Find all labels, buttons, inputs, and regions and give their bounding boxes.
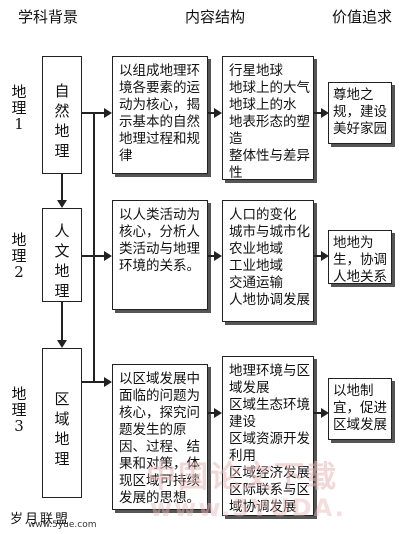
arrow-topics-value-1 (314, 112, 322, 114)
topics-box-physical: 行星地球 地球上的大气 地球上的水 地表形态的塑造 整体性与差异性 (222, 56, 314, 181)
value-text-physical: 尊地之规，建设美好家园 (333, 87, 387, 137)
side-label-geo1: 地理1 (11, 83, 27, 133)
focus-box-physical: 以组成地理环境各要素的运动为核心，揭示基本的自然地理过程和规律 (112, 56, 208, 174)
arrow-head-1-2 (57, 200, 67, 208)
topic-item: 区域生态环境建设 (229, 397, 310, 430)
arrow-topics-value-2 (314, 255, 322, 257)
footer-url: www.5yue.com (28, 520, 97, 530)
value-box-physical: 尊地之规，建设美好家园 (328, 82, 392, 144)
connector-stub-2 (82, 255, 94, 257)
footer-logo-text: 岁月联盟 (10, 512, 71, 527)
arrow-focus-topics-3 (208, 412, 215, 414)
value-box-human: 地地为生，协调人地关系 (328, 230, 392, 285)
topic-item: 地球上的水 (229, 97, 297, 113)
connector-arrow-line-3 (94, 381, 104, 383)
arrow-topics-value-3 (314, 412, 322, 414)
subject-text-physical: 自然地理 (54, 82, 70, 160)
watermark-cn: 中国论文下载 (146, 460, 338, 495)
topic-item: 地球上的大气 (229, 80, 310, 96)
connector-arrow-head-1 (104, 108, 112, 118)
topic-item: 区际联系与区域协调发展 (229, 482, 310, 515)
topic-item: 交通运输 (229, 275, 283, 291)
topic-item: 农业地域 (229, 241, 283, 257)
connector-stub-3 (82, 381, 94, 383)
topics-box-regional: 地理环境与区域发展 区域生态环境建设 区域资源开发利用 区域经济发展 区际联系与… (222, 356, 314, 516)
topic-item: 区域经济发展 (229, 465, 310, 481)
subject-text-regional: 区域地理 (54, 390, 70, 468)
subject-text-human: 人文地理 (54, 222, 70, 300)
focus-text-regional: 以区域发展中面临的问题为核心，探究问题发生的原因、过程、结果和对策，体现区域可持… (119, 371, 200, 506)
watermark-en: www.5YUDA. (150, 494, 346, 522)
subject-box-regional: 区域地理 (42, 348, 82, 498)
value-box-regional: 以地制宜，促进区域发展 (328, 378, 392, 440)
connector-arrow-line-1 (94, 112, 104, 114)
arrow-focus-topics-1 (208, 112, 215, 114)
value-text-human: 地地为生，协调人地关系 (333, 235, 387, 285)
subject-box-human: 人文地理 (42, 208, 82, 302)
focus-text-human: 以人类活动为核心，分析人类活动与地理环境的关系。 (119, 207, 200, 274)
topics-box-human: 人口的变化 城市与城市化 农业地域 工业地域 交通运输 人地协调发展 (222, 200, 314, 322)
arrow-topics-value-head-3 (321, 408, 329, 418)
connector-trunk (93, 112, 95, 382)
connector-arrow-head-2 (104, 251, 112, 261)
focus-box-human: 以人类活动为核心，分析人类活动与地理环境的关系。 (112, 200, 208, 310)
arrow-topics-value-head-2 (321, 251, 329, 261)
value-text-regional: 以地制宜，促进区域发展 (333, 383, 387, 433)
arrow-topics-value-head-1 (321, 108, 329, 118)
connector-arrow-line-2 (94, 255, 104, 257)
arrow-focus-topics-2 (208, 255, 215, 257)
topic-item: 区域资源开发利用 (229, 431, 310, 464)
side-label-geo3: 地理3 (11, 385, 27, 435)
topic-item: 工业地域 (229, 258, 283, 274)
arrow-focus-topics-head-1 (214, 108, 222, 118)
topic-item: 人地协调发展 (229, 292, 310, 308)
focus-box-regional: 以区域发展中面临的问题为核心，探究问题发生的原因、过程、结果和对策，体现区域可持… (112, 364, 208, 510)
arrow-line-1-2 (61, 174, 63, 200)
arrow-focus-topics-head-2 (214, 251, 222, 261)
connector-arrow-head-3 (104, 377, 112, 387)
header-subject-background: 学科背景 (18, 8, 79, 26)
topic-item: 城市与城市化 (229, 224, 310, 240)
header-content-structure: 内容结构 (185, 8, 246, 26)
header-value-pursuit: 价值追求 (332, 8, 393, 26)
arrow-line-2-3 (61, 302, 63, 340)
topic-item: 人口的变化 (229, 207, 297, 223)
topic-item: 行星地球 (229, 63, 283, 79)
topic-item: 整体性与差异性 (229, 148, 310, 181)
side-label-geo2: 地理2 (11, 231, 27, 281)
topic-item: 地表形态的塑造 (229, 114, 310, 147)
subject-box-physical: 自然地理 (42, 56, 82, 174)
arrow-head-2-3 (57, 340, 67, 348)
arrow-focus-topics-head-3 (214, 408, 222, 418)
topic-item: 地理环境与区域发展 (229, 363, 310, 396)
focus-text-physical: 以组成地理环境各要素的运动为核心，揭示基本的自然地理过程和规律 (119, 63, 200, 164)
connector-stub-1 (82, 112, 94, 114)
